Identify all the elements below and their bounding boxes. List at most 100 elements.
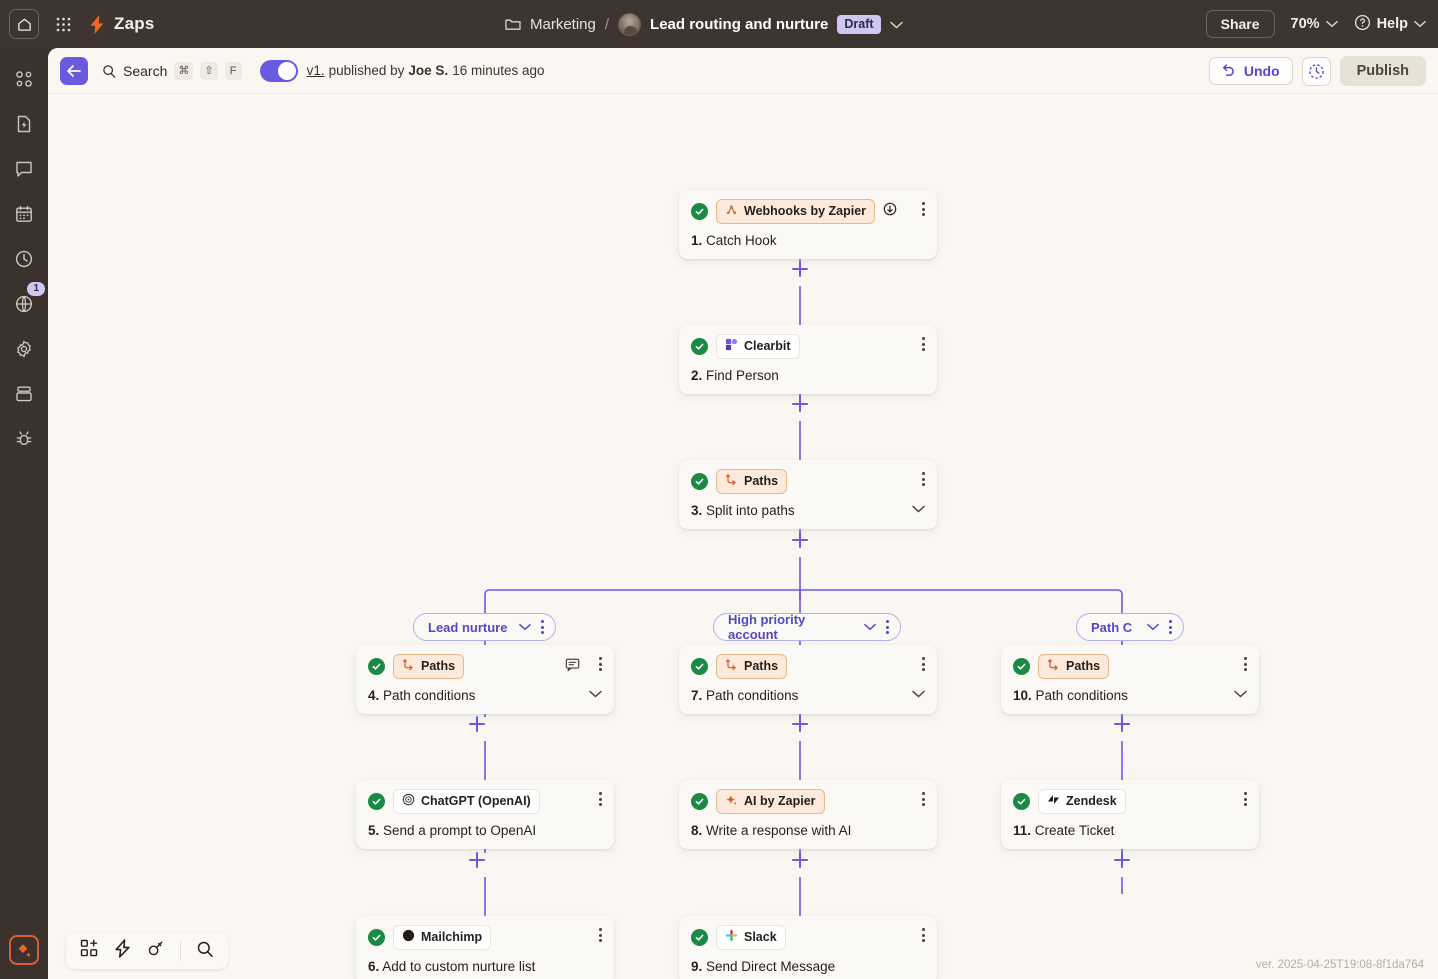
path-pill-path-c[interactable]: Path C <box>1076 613 1184 641</box>
sidebar-item-storage[interactable] <box>9 380 39 408</box>
sidebar-item-settings[interactable] <box>9 335 39 363</box>
app-chip[interactable]: Paths <box>1038 653 1110 679</box>
node-menu-button[interactable] <box>599 792 602 806</box>
node-header: Slack <box>691 924 925 950</box>
add-step-button[interactable] <box>792 532 808 548</box>
node-menu-button[interactable] <box>1244 792 1247 806</box>
sidebar-item-zaps[interactable] <box>9 65 39 93</box>
workflow-node-n8[interactable]: AI by Zapier 8. Write a response with AI <box>679 780 937 849</box>
node-menu-button[interactable] <box>922 657 925 671</box>
node-menu-button[interactable] <box>922 337 925 351</box>
add-step-button[interactable] <box>792 716 808 732</box>
add-step-button[interactable] <box>469 852 485 868</box>
back-button[interactable] <box>60 56 88 85</box>
clock-icon <box>15 250 33 268</box>
chevron-down-icon[interactable] <box>519 618 531 636</box>
app-chip[interactable]: Webhooks by Zapier <box>716 198 876 224</box>
app-chip[interactable]: Paths <box>393 653 465 679</box>
add-step-button[interactable] <box>469 716 485 732</box>
zoom-control[interactable]: 70% <box>1291 16 1338 32</box>
chevron-down-icon[interactable] <box>864 618 876 636</box>
node-menu-button[interactable] <box>599 657 602 671</box>
add-step-button[interactable] <box>792 261 808 277</box>
sidebar-item-chat[interactable] <box>9 155 39 183</box>
workflow-node-n1[interactable]: Webhooks by Zapier 1. Catch Hook <box>679 190 937 259</box>
toolbar-add-block[interactable] <box>80 939 99 963</box>
sidebar-item-tables[interactable] <box>9 200 39 228</box>
app-chip[interactable]: Mailchimp <box>393 924 492 950</box>
path-menu-button[interactable] <box>541 620 544 634</box>
workflow-node-n5[interactable]: ChatGPT (OpenAI)5. Send a prompt to Open… <box>356 780 614 849</box>
undo-button[interactable]: Undo <box>1208 57 1293 85</box>
node-menu-button[interactable] <box>1244 657 1247 671</box>
sidebar-item-history[interactable] <box>9 245 39 273</box>
kbd-cmd: ⌘ <box>174 61 194 80</box>
breadcrumb-folder[interactable]: Marketing <box>530 15 596 33</box>
node-title: 1. Catch Hook <box>691 233 925 248</box>
add-step-button[interactable] <box>1114 716 1130 732</box>
app-name: Slack <box>744 929 777 944</box>
toolbar-tools[interactable] <box>146 939 165 963</box>
help-control[interactable]: Help <box>1354 14 1426 35</box>
draft-published-toggle[interactable] <box>259 59 298 82</box>
apps-grid-button[interactable] <box>56 17 71 32</box>
add-step-button[interactable] <box>792 396 808 412</box>
toolbar-search[interactable] <box>196 940 214 963</box>
node-menu-button[interactable] <box>922 928 925 942</box>
path-menu-button[interactable] <box>1169 620 1172 634</box>
app-chip[interactable]: Zendesk <box>1038 788 1126 814</box>
chevron-down-icon[interactable] <box>912 685 925 703</box>
node-menu-button[interactable] <box>922 202 925 216</box>
chevron-down-icon[interactable] <box>912 500 925 518</box>
toolbar-actions[interactable] <box>114 939 131 963</box>
chevron-down-icon[interactable] <box>589 685 602 703</box>
chevron-down-icon[interactable] <box>1147 618 1159 636</box>
version-history-button[interactable] <box>1301 56 1331 86</box>
sidebar-item-canvas[interactable]: 1 <box>9 282 45 318</box>
trigger-icon[interactable] <box>883 202 897 221</box>
path-pill-high-priority-account[interactable]: High priority account <box>713 612 901 642</box>
comment-icon[interactable] <box>565 657 580 677</box>
node-step-number: 9. <box>691 959 703 974</box>
sidebar-item-templates[interactable] <box>9 110 39 138</box>
ai-assistant-button[interactable] <box>9 935 39 965</box>
app-name: Paths <box>744 658 779 673</box>
node-menu-button[interactable] <box>599 928 602 942</box>
version-link[interactable]: v1. <box>306 63 325 78</box>
node-header: Mailchimp <box>368 924 602 950</box>
home-button[interactable] <box>9 9 39 39</box>
chevron-down-icon[interactable] <box>1234 685 1247 703</box>
publish-button[interactable]: Publish <box>1339 56 1426 86</box>
app-chip[interactable]: ChatGPT (OpenAI) <box>393 788 540 814</box>
ai-sparkle-icon <box>18 944 31 958</box>
add-step-button[interactable] <box>1114 852 1130 868</box>
path-menu-button[interactable] <box>886 620 889 634</box>
zoom-level: 70% <box>1290 16 1320 32</box>
search-input[interactable]: Search ⌘ ⇧ F <box>102 61 242 80</box>
app-chip[interactable]: Slack <box>716 924 786 950</box>
app-chip[interactable]: AI by Zapier <box>716 788 825 814</box>
app-chip[interactable]: Paths <box>716 653 788 679</box>
app-name: AI by Zapier <box>744 793 816 808</box>
sidebar-item-debug[interactable] <box>9 425 39 453</box>
status-success-icon <box>368 792 385 810</box>
path-pill-lead-nurture[interactable]: Lead nurture <box>413 613 556 641</box>
node-menu-button[interactable] <box>922 792 925 806</box>
node-title: 8. Write a response with AI <box>691 823 925 838</box>
app-chip[interactable]: Paths <box>716 468 788 494</box>
node-step-number: 5. <box>368 823 380 838</box>
share-button[interactable]: Share <box>1205 10 1275 38</box>
app-chip[interactable]: Clearbit <box>716 333 800 359</box>
node-menu-button[interactable] <box>922 472 925 486</box>
add-step-button[interactable] <box>792 852 808 868</box>
chevron-down-icon[interactable] <box>889 16 903 33</box>
